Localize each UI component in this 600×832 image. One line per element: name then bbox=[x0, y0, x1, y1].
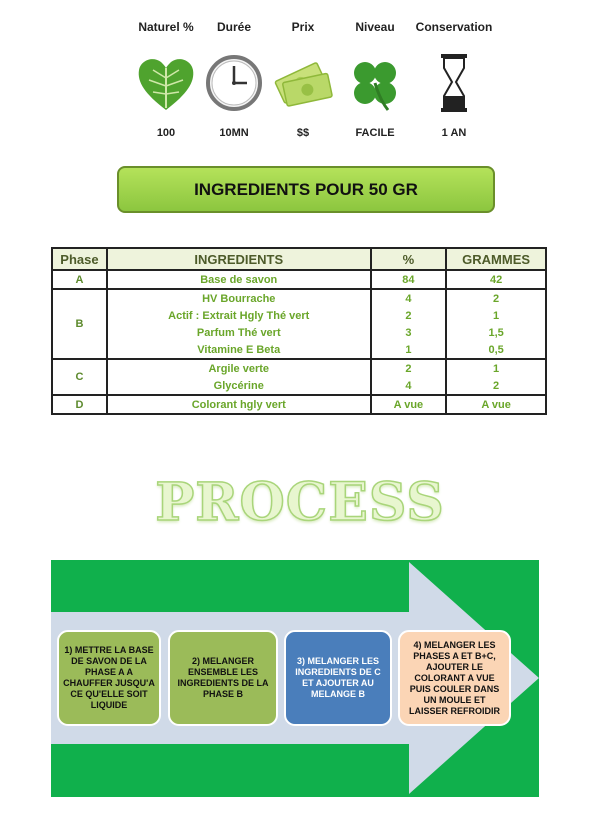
table-row: B HV Bourrache 4 2 bbox=[51, 289, 547, 360]
percent-cell: A vue bbox=[369, 395, 448, 415]
ingredients-banner: INGREDIENTS POUR 50 GR bbox=[117, 166, 495, 213]
stat-value: 1 AN bbox=[441, 127, 467, 139]
table-row: D Colorant hgly vert A vue A vue bbox=[51, 395, 547, 415]
table-header-row: Phase INGREDIENTS % GRAMMES bbox=[51, 247, 547, 271]
grams-cell: A vue bbox=[445, 395, 547, 415]
stat-value: 100 bbox=[156, 127, 176, 139]
grams-cell: 0,5 bbox=[445, 341, 547, 360]
ingredient-cell: Glycérine bbox=[105, 377, 372, 396]
percent-cell: 1 bbox=[369, 341, 448, 360]
ingredient-cell: Parfum Thé vert bbox=[105, 324, 372, 341]
table-row: A Base de savon 84 42 bbox=[51, 270, 547, 290]
ingredient-cell: Actif : Extrait Hgly Thé vert bbox=[105, 307, 372, 324]
ingredient-cell: Vitamine E Beta bbox=[105, 341, 372, 360]
process-title: PROCESS bbox=[154, 471, 445, 534]
phase-cell: D bbox=[51, 395, 108, 415]
table-row: Vitamine E Beta 1 0,5 bbox=[52, 341, 547, 360]
ingredient-cell: Argile verte bbox=[105, 359, 372, 377]
ingredient-cell: HV Bourrache bbox=[105, 289, 372, 307]
table-row: Parfum Thé vert 3 1,5 bbox=[52, 324, 547, 341]
grams-cell: 1 bbox=[445, 359, 547, 377]
percent-cell: 4 bbox=[369, 289, 448, 307]
phase-cell: B bbox=[51, 289, 108, 360]
percent-cell: 2 bbox=[369, 359, 448, 377]
stat-label: Conservation bbox=[415, 20, 493, 34]
stat-label: Niveau bbox=[355, 20, 395, 34]
header-percent: % bbox=[369, 247, 448, 271]
process-step-2: 2) MELANGER ENSEMBLE LES INGREDIENTS DE … bbox=[168, 630, 278, 726]
header-ingredients: INGREDIENTS bbox=[105, 247, 372, 271]
process-step-1: 1) METTRE LA BASE DE SAVON DE LA PHASE A… bbox=[57, 630, 161, 726]
percent-cell: 84 bbox=[369, 270, 448, 290]
stat-label: Naturel % bbox=[138, 20, 194, 34]
table-row: Actif : Extrait Hgly Thé vert 2 1 bbox=[52, 307, 547, 324]
percent-cell: 4 bbox=[369, 377, 448, 396]
stat-label: Durée bbox=[216, 20, 251, 34]
clock-icon bbox=[206, 55, 262, 111]
ingredient-cell: Colorant hgly vert bbox=[105, 395, 372, 415]
stat-value: 10MN bbox=[219, 127, 249, 139]
grams-cell: 2 bbox=[445, 377, 547, 396]
leaf-heart-icon bbox=[138, 59, 194, 110]
grams-cell: 42 bbox=[445, 270, 547, 290]
header-phase: Phase bbox=[51, 247, 108, 271]
header-grams: GRAMMES bbox=[445, 247, 547, 271]
percent-cell: 3 bbox=[369, 324, 448, 341]
process-step-4: 4) MELANGER LES PHASES A ET B+C, AJOUTER… bbox=[398, 630, 511, 726]
phase-cell: A bbox=[51, 270, 108, 290]
stat-label: Prix bbox=[291, 20, 315, 34]
table-row: C Argile verte 2 1 bbox=[51, 359, 547, 396]
grams-cell: 1 bbox=[445, 307, 547, 324]
stat-value: FACILE bbox=[355, 127, 395, 139]
money-icon bbox=[274, 62, 333, 107]
process-step-3: 3) MELANGER LES INGREDIENTS DE C ET AJOU… bbox=[284, 630, 392, 726]
grams-cell: 1,5 bbox=[445, 324, 547, 341]
clover-icon bbox=[354, 62, 396, 111]
hourglass-icon bbox=[441, 54, 467, 112]
phase-cell: C bbox=[51, 359, 108, 396]
ingredient-cell: Base de savon bbox=[105, 270, 372, 290]
stat-value: $$ bbox=[296, 127, 310, 139]
percent-cell: 2 bbox=[369, 307, 448, 324]
ingredients-table: Phase INGREDIENTS % GRAMMES A Base de sa… bbox=[51, 247, 547, 415]
grams-cell: 2 bbox=[445, 289, 547, 307]
table-row: Glycérine 4 2 bbox=[52, 377, 547, 396]
